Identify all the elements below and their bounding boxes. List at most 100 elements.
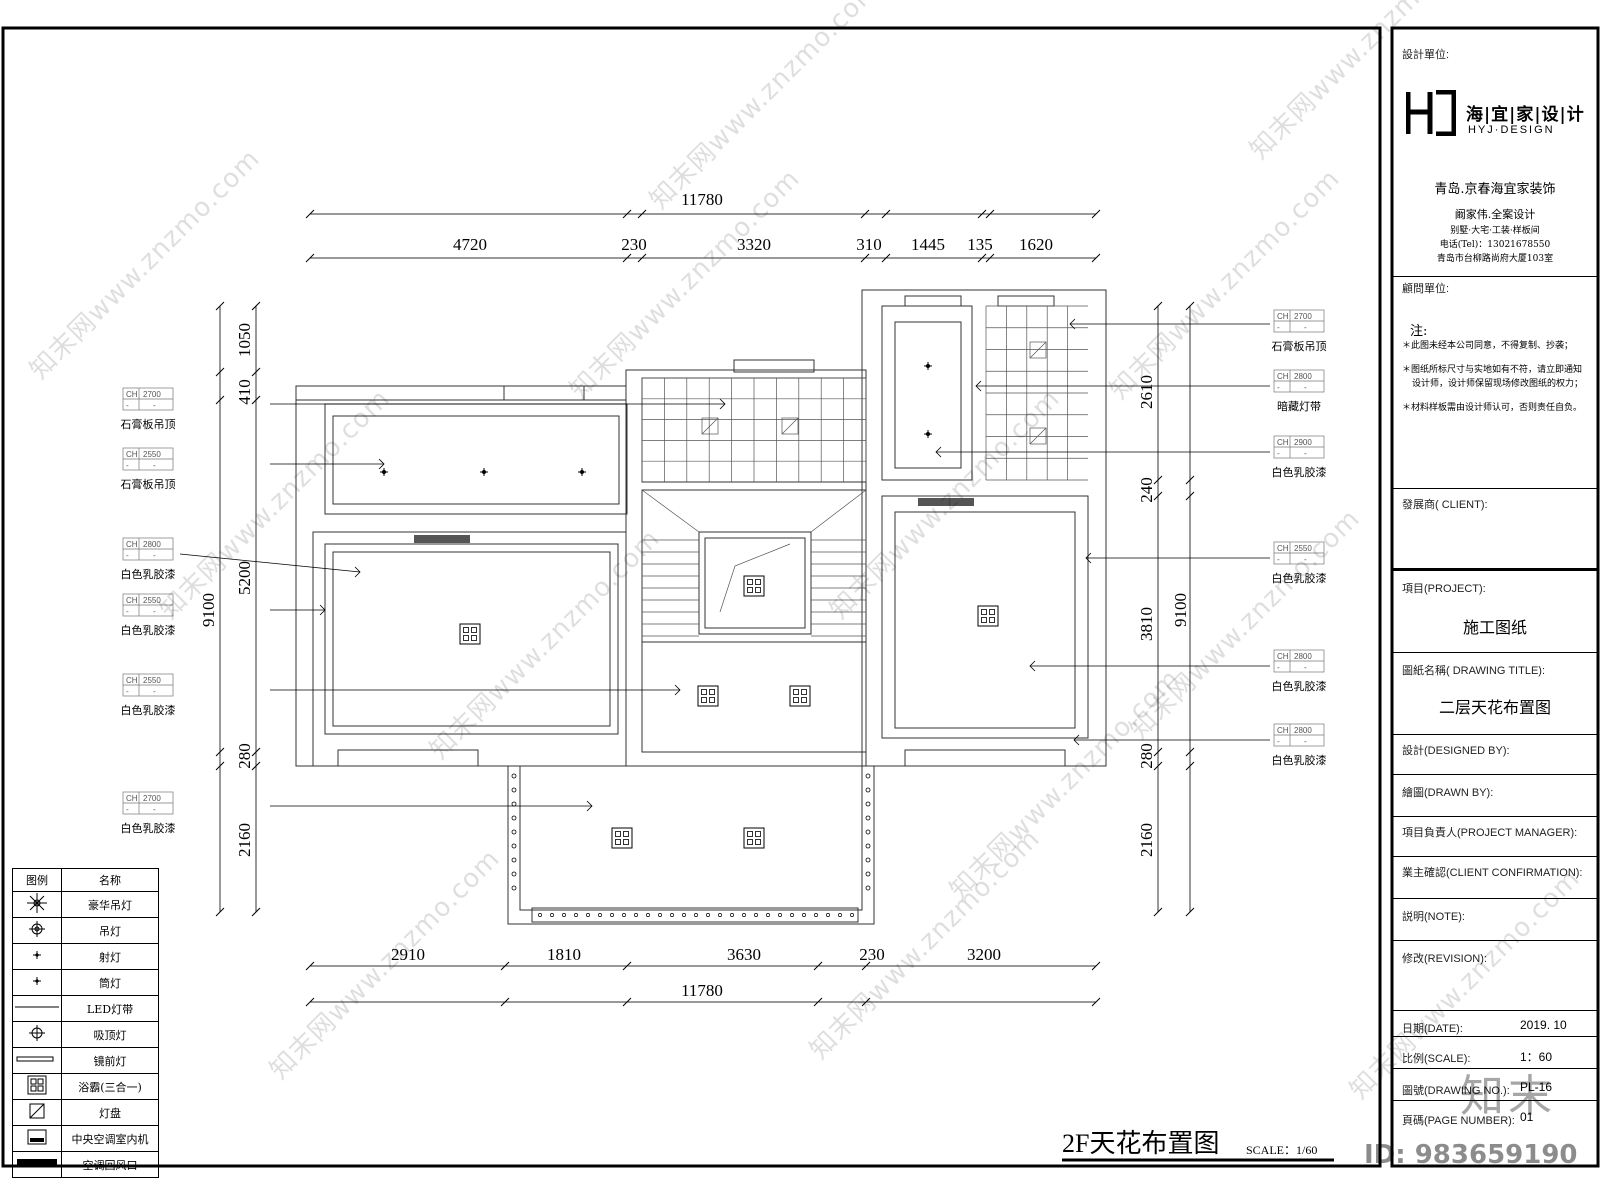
tag-height: 2700 xyxy=(1294,312,1312,321)
ac-return-vent-icon xyxy=(17,1159,57,1167)
tag-label: 白色乳胶漆 xyxy=(121,821,176,835)
client-confirmation-label: 業主確認(CLIENT CONFIRMATION): xyxy=(1402,867,1583,879)
top-dim-6: 1620 xyxy=(1019,235,1053,254)
project-value: 施工图纸 xyxy=(1462,620,1527,637)
top-total-dim: 11780 xyxy=(681,190,723,209)
right-total-dim: 9100 xyxy=(1171,593,1190,627)
legend-row: 空调回风口 xyxy=(12,1151,159,1178)
revision-label: 修改(REVISION): xyxy=(1402,953,1487,965)
legend-symbol-cell xyxy=(12,1125,62,1152)
drawing-no-label: 圖號(DRAWING NO.): xyxy=(1402,1085,1510,1097)
page-number-label: 頁碼(PAGE NUMBER): xyxy=(1402,1115,1515,1127)
legend-symbol-cell xyxy=(12,1073,62,1100)
client-label: 發展商( CLIENT): xyxy=(1402,499,1488,511)
drawn-by-label: 繪圖(DRAWN BY): xyxy=(1402,787,1494,799)
legend-symbol-cell xyxy=(12,891,62,918)
tag-label: 白色乳胶漆 xyxy=(1272,753,1327,767)
right-dim-2: 3810 xyxy=(1137,607,1156,641)
led-strip-icon xyxy=(15,1006,59,1008)
tag-label: 石膏板吊顶 xyxy=(121,417,176,431)
legend-item-name: 吸顶灯 xyxy=(61,1021,159,1048)
tag-ch: CH xyxy=(126,390,138,399)
designed-by-label: 設計(DESIGNED BY): xyxy=(1402,745,1510,757)
tag-height: 2550 xyxy=(1294,544,1312,553)
project-manager-label: 項目負責人(PROJECT MANAGER): xyxy=(1402,827,1578,839)
phone-line: 电话(Tel)：13021678550 xyxy=(1439,240,1551,250)
legend-row: 吸顶灯 xyxy=(12,1021,159,1048)
tag-dash: - xyxy=(153,401,156,410)
tag-height: 2550 xyxy=(143,450,161,459)
tag-dash: - xyxy=(1277,663,1280,672)
tag-dash: - xyxy=(126,687,129,696)
tag-label: 白色乳胶漆 xyxy=(121,567,176,581)
hyj-logo xyxy=(1405,89,1457,137)
legend-row: 中央空调室内机 xyxy=(12,1125,159,1152)
tag-ch: CH xyxy=(1277,652,1289,661)
tag-ch: CH xyxy=(1277,544,1289,553)
top-dim-3: 310 xyxy=(856,235,882,254)
tag-label: 白色乳胶漆 xyxy=(121,703,176,717)
tag-height: 2800 xyxy=(143,540,161,549)
right-dim-1: 240 xyxy=(1137,477,1156,503)
note-label: 説明(NOTE): xyxy=(1402,911,1465,923)
left-dim-0: 1050 xyxy=(235,323,254,357)
bottom-dim-0: 2910 xyxy=(391,945,425,964)
note-3: 设计师，设计师保留现场修改图纸的权力； xyxy=(1412,379,1584,389)
watermark-id: ID: 983659190 xyxy=(1364,1140,1578,1170)
light-panel-icon xyxy=(29,1103,45,1119)
scale-value: 1：60 xyxy=(1520,1050,1553,1064)
ceiling-lamp-fixture xyxy=(697,685,719,707)
legend-item-name: 筒灯 xyxy=(61,969,159,996)
legend-item-name: 空调回风口 xyxy=(61,1151,159,1178)
tag-label: 白色乳胶漆 xyxy=(1272,571,1327,585)
bottom-dim-2: 3630 xyxy=(727,945,761,964)
title-block: 設計單位: 海|宜|家|设|计 HYJ·DESIGN 青岛.京春海宜家装饰 阚家… xyxy=(1392,28,1598,1166)
tag-dash: - xyxy=(1304,323,1307,332)
tag-dash: - xyxy=(126,805,129,814)
bottom-total-dim: 11780 xyxy=(681,981,723,1000)
left-dim-3: 280 xyxy=(235,743,254,769)
designer-line: 阚家伟.全案设计 xyxy=(1454,208,1536,221)
tag-dash: - xyxy=(1304,555,1307,564)
downlight-fixture xyxy=(380,468,388,476)
tag-ch: CH xyxy=(1277,372,1289,381)
tag-height: 2800 xyxy=(1294,372,1312,381)
date-label: 日期(DATE): xyxy=(1402,1023,1463,1035)
legend-header-name: 名称 xyxy=(61,868,159,892)
ceiling-lamp-fixture xyxy=(743,827,765,849)
chandelier-icon xyxy=(27,893,47,913)
tag-dash: - xyxy=(1277,383,1280,392)
top-dim-0: 4720 xyxy=(453,235,487,254)
legend-item-name: 豪华吊灯 xyxy=(61,891,159,918)
legend-symbol-cell xyxy=(12,969,62,996)
legend-symbol-cell xyxy=(12,1151,62,1178)
tag-dash: - xyxy=(126,607,129,616)
tag-dash: - xyxy=(126,461,129,470)
legend-row: 浴霸(三合一) xyxy=(12,1073,159,1100)
ceiling-lamp-fixture xyxy=(977,605,999,627)
tag-dash: - xyxy=(153,551,156,560)
tag-dash: - xyxy=(1277,737,1280,746)
drawing-scale: SCALE：1/60 xyxy=(1246,1143,1317,1157)
tag-ch: CH xyxy=(126,676,138,685)
legend-symbol-cell xyxy=(12,1047,62,1074)
legend-item-name: LED灯带 xyxy=(61,995,159,1022)
downlight-fixture xyxy=(924,362,932,370)
tag-dash: - xyxy=(153,607,156,616)
tag-height: 2550 xyxy=(143,676,161,685)
pendant-lamp-icon xyxy=(29,921,45,937)
tag-dash: - xyxy=(1304,383,1307,392)
legend-item-name: 灯盘 xyxy=(61,1099,159,1126)
tag-height: 2550 xyxy=(143,596,161,605)
right-dim-4: 2160 xyxy=(1137,823,1156,857)
tag-label: 白色乳胶漆 xyxy=(1272,679,1327,693)
tag-ch: CH xyxy=(126,450,138,459)
downlight-fixture xyxy=(578,468,586,476)
top-dim-2: 3320 xyxy=(737,235,771,254)
